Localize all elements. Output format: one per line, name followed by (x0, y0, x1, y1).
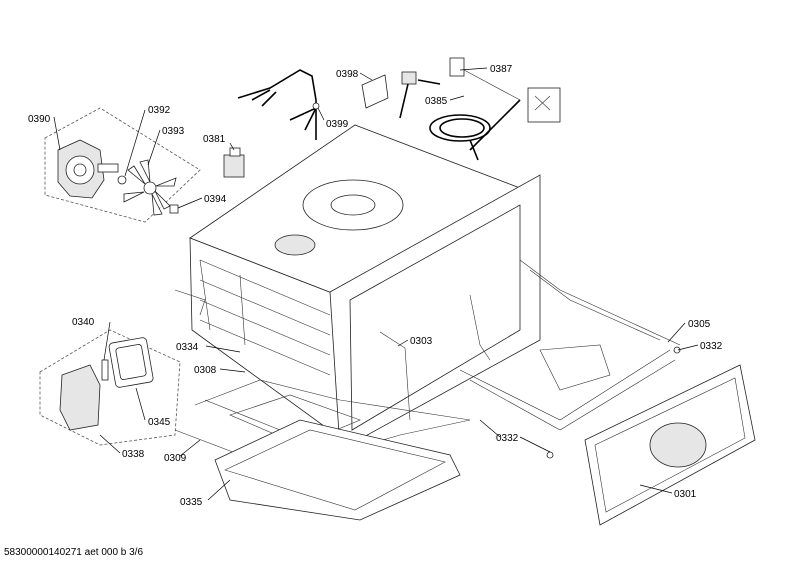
part-0335-bottom-sheet (214, 419, 461, 521)
label-0392: 0392 (148, 105, 171, 116)
label-0340: 0340 (72, 317, 95, 328)
label-0398: 0398 (336, 69, 359, 80)
fan-motor-group (44, 107, 201, 223)
drawing-reference: 58300000140271 aet 000 b 3/6 (4, 547, 143, 558)
label-0332-right: 0332 (700, 341, 723, 352)
label-0394: 0394 (204, 194, 227, 205)
part-0301-rear-panel (584, 364, 756, 526)
label-0309: 0309 (164, 453, 187, 464)
part-0398-plate (361, 74, 389, 109)
part-0381-connector (223, 147, 245, 178)
part-0303-rod (379, 331, 411, 421)
part-0387-bracket (449, 57, 561, 151)
label-0305: 0305 (688, 319, 711, 330)
label-0335: 0335 (180, 497, 203, 508)
label-0334: 0334 (176, 342, 199, 353)
label-0385: 0385 (425, 96, 448, 107)
label-0390: 0390 (28, 114, 51, 125)
label-0332-bottom: 0332 (496, 433, 519, 444)
label-0308: 0308 (194, 365, 217, 376)
oven-cavity (174, 124, 541, 451)
part-0385-cable (399, 71, 491, 161)
label-0387: 0387 (490, 64, 513, 75)
part-0305-heating-element (459, 259, 681, 459)
label-0381: 0381 (203, 134, 226, 145)
label-0393: 0393 (162, 126, 185, 137)
part-0399-wires (237, 69, 320, 140)
label-0345: 0345 (148, 417, 171, 428)
label-0303: 0303 (410, 336, 433, 347)
leader-lines (53, 67, 699, 501)
part-0340-cover-group (39, 329, 181, 446)
label-0301: 0301 (674, 489, 697, 500)
label-0338: 0338 (122, 449, 145, 460)
label-0399: 0399 (326, 119, 349, 130)
